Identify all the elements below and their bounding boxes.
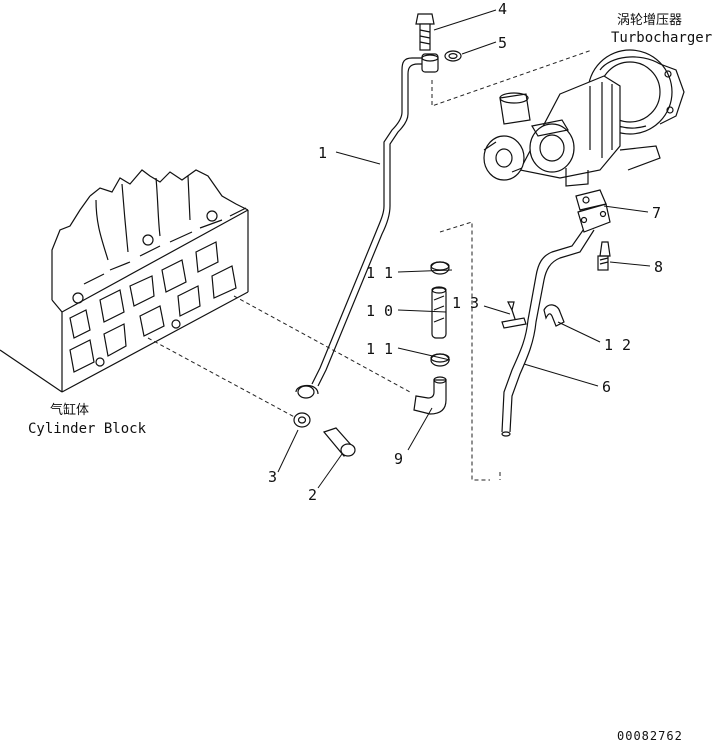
turbocharger-caption-en: Turbocharger [611, 30, 712, 46]
cylinder-block-caption-en: Cylinder Block [28, 421, 147, 437]
leader-lines [277, 9, 651, 489]
callout-10: 1 0 [366, 302, 393, 320]
oil-feed-pipe [295, 57, 428, 399]
turbocharger-caption-cn: 涡轮增压器 [617, 13, 682, 28]
callout-8: 8 [654, 258, 663, 276]
gasket-block [293, 412, 311, 428]
flange-gasket [575, 189, 607, 211]
hose [431, 286, 447, 339]
callouts: 1 2 3 4 5 6 7 8 9 1 0 1 1 1 1 1 2 1 3 [268, 0, 663, 504]
clamp-bolt [501, 301, 527, 329]
gasket-top [444, 50, 462, 62]
callout-4: 4 [498, 0, 507, 18]
callout-2: 2 [308, 486, 317, 504]
pipe-clamp [543, 304, 565, 327]
turbocharger [483, 49, 685, 187]
elbow-pipe [413, 376, 447, 415]
callout-12: 1 2 [604, 336, 631, 354]
callout-9: 9 [394, 450, 403, 468]
oil-return-pipe [501, 225, 595, 437]
callout-11-lower: 1 1 [366, 340, 393, 358]
callout-3: 3 [268, 468, 277, 486]
flange-bolt [597, 241, 611, 271]
pipe-joint-top [421, 53, 439, 73]
callout-11-upper: 1 1 [366, 264, 393, 282]
callout-7: 7 [652, 204, 661, 222]
callout-6: 6 [602, 378, 611, 396]
cylinder-block-caption-cn: 气缸体 [50, 402, 89, 418]
connector-bolt [322, 427, 356, 457]
callout-13: 1 3 [452, 294, 479, 312]
drawing-number: 00082762 [617, 729, 683, 743]
clamp-upper [430, 261, 450, 275]
assembly-guides [147, 49, 593, 481]
callout-1: 1 [318, 144, 327, 162]
cylinder-block [0, 169, 249, 393]
callout-5: 5 [498, 34, 507, 52]
banjo-bolt-top [415, 13, 435, 51]
